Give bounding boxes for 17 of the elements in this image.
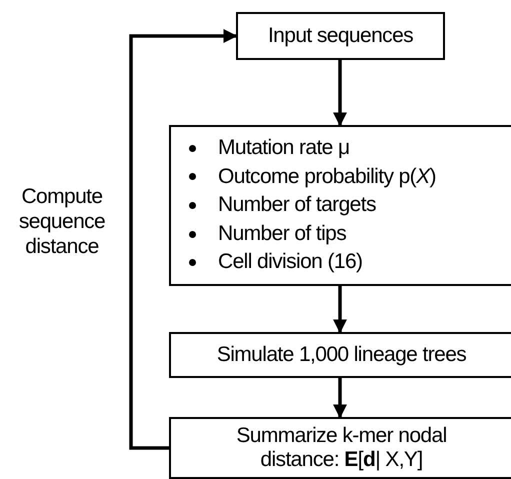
- list-item: Cell division (16): [218, 249, 362, 276]
- box-text: Simulate 1,000 lineage trees: [216, 342, 466, 368]
- list-item: Number of tips: [218, 220, 346, 247]
- box-text: Input sequences: [268, 24, 414, 48]
- arrow: [333, 60, 347, 126]
- list-item: Mutation rate μ: [218, 135, 350, 162]
- arrow: [333, 286, 347, 334]
- process-box: [169, 332, 511, 378]
- arrow: [333, 378, 347, 418]
- list-item: Outcome probability p(X): [218, 164, 436, 190]
- process-box: [169, 417, 511, 479]
- process-box: [236, 12, 445, 60]
- list-item: Number of targets: [218, 192, 376, 218]
- box-text: Summarize k-mer nodal distance: E[d| X,Y]: [235, 424, 448, 472]
- arrow: [129, 29, 238, 450]
- edge-label: Compute sequence distance: [18, 184, 106, 260]
- parameter-list-box: [169, 125, 511, 286]
